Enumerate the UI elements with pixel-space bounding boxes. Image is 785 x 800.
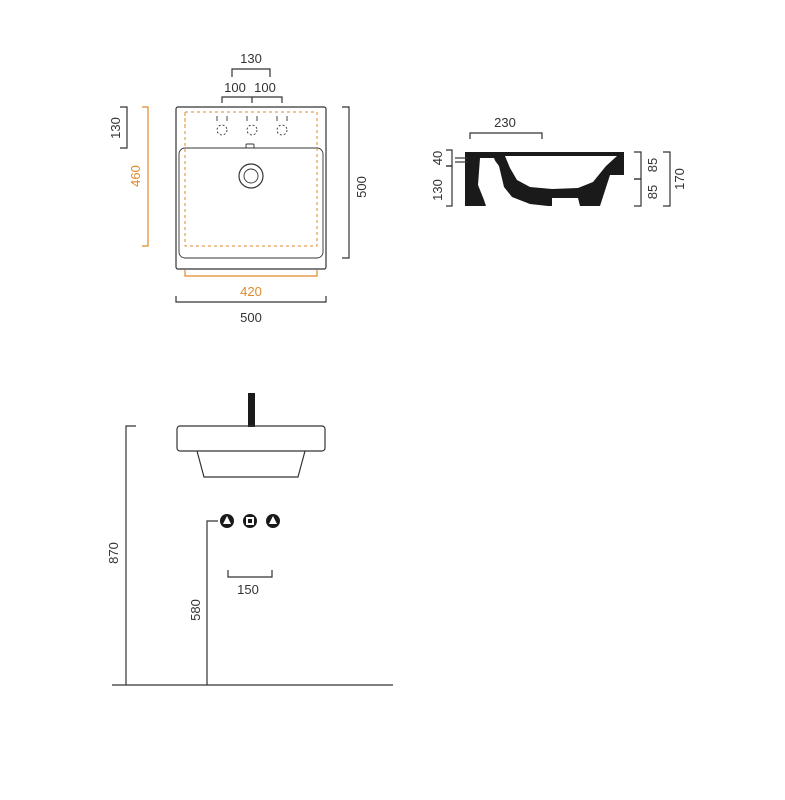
dim-tap-right: 100	[254, 80, 276, 95]
drain-outer	[238, 163, 264, 189]
dim-outer-depth: 500	[354, 176, 369, 198]
dim-total-height: 170	[672, 168, 687, 190]
dim-inner-width: 420	[240, 284, 262, 299]
dim-valve-spacing: 150	[237, 582, 259, 597]
dim-valve-height: 580	[188, 599, 203, 621]
valve-group	[220, 514, 280, 528]
dim-inner-depth: 460	[128, 165, 143, 187]
tap-hole-right	[276, 124, 288, 136]
dim-right-upper: 85	[645, 158, 660, 172]
dim-left-height: 130	[430, 179, 445, 201]
basin-front-body	[196, 450, 306, 478]
dim-bowl-width: 230	[494, 115, 516, 130]
basin-front-rim	[176, 425, 326, 452]
dim-rim-top: 40	[430, 151, 445, 165]
overflow-slot	[245, 143, 255, 149]
tap-hole-center	[246, 124, 258, 136]
dim-right-lower: 85	[645, 185, 660, 199]
basin-section-bowl	[505, 156, 617, 189]
tap-hole-left	[216, 124, 228, 136]
dim-tap-left: 100	[224, 80, 246, 95]
drain-inner	[243, 168, 259, 184]
side-section: 230 40 130 85 85 170	[430, 115, 687, 207]
dim-tap-span: 130	[240, 51, 262, 66]
basin-outline-top	[175, 106, 327, 270]
dim-install-height: 870	[106, 542, 121, 564]
dim-rim-depth: 130	[108, 117, 123, 139]
dim-outer-width: 500	[240, 310, 262, 325]
top-view: 130 100 100 130 460 500 420 500	[108, 51, 369, 325]
front-elevation: 870 580 150	[106, 393, 393, 686]
inner-contour-dashed	[184, 111, 318, 247]
faucet	[248, 393, 255, 427]
